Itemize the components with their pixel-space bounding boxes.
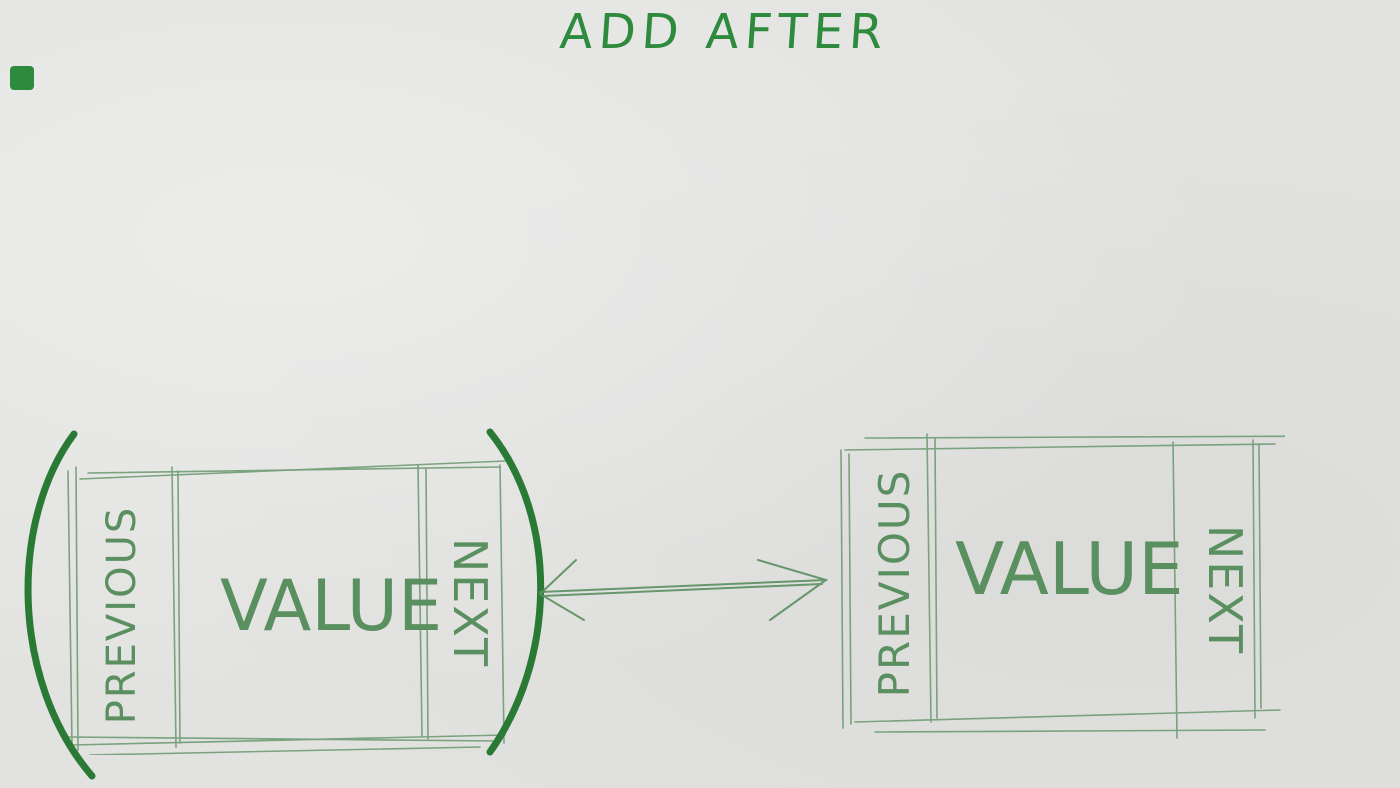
next-pointer-label: NEXT (443, 537, 497, 669)
previous-pointer-label: PREVIOUS (870, 468, 919, 698)
list-node-next: PREVIOUS VALUE NEXT (835, 432, 1285, 742)
value-label: VALUE (955, 527, 1184, 611)
square-marker-dot-icon (10, 66, 34, 90)
value-label: VALUE (220, 565, 443, 647)
list-node-current: PREVIOUS VALUE NEXT (60, 455, 510, 755)
node-outline (840, 433, 1285, 739)
previous-pointer-label: PREVIOUS (99, 505, 145, 725)
diagram-title: ADD AFTER (558, 4, 891, 60)
double-headed-arrow-icon (538, 559, 829, 621)
next-pointer-label: NEXT (1198, 524, 1252, 656)
